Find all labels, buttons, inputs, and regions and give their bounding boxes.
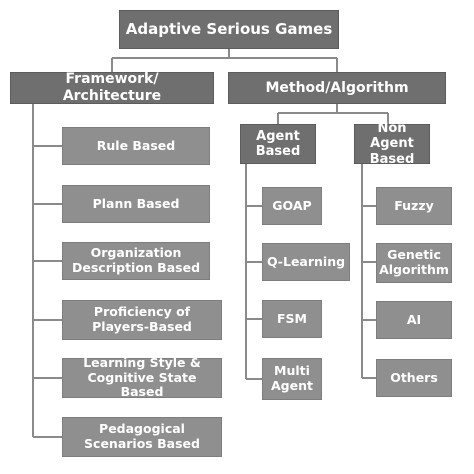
non-agent-method-item: Genetic Algorithm xyxy=(376,243,452,283)
method-algorithm-node: Method/Algorithm xyxy=(228,72,446,104)
non-agent-based-node: Non Agent Based xyxy=(354,121,430,167)
framework-item: Proficiency of Players-Based xyxy=(62,300,222,340)
framework-item: Plann Based xyxy=(62,185,210,223)
non-agent-method-item: Fuzzy xyxy=(376,187,452,225)
agent-based-node: Agent Based xyxy=(240,124,316,164)
agent-method-item: GOAP xyxy=(262,187,322,225)
agent-method-item: Multi Agent xyxy=(262,358,322,400)
non-agent-method-item: Others xyxy=(376,359,452,397)
framework-item: Organization Description Based xyxy=(62,242,210,280)
agent-method-item: FSM xyxy=(262,300,322,338)
root-node: Adaptive Serious Games xyxy=(119,10,339,49)
framework-item: Rule Based xyxy=(62,127,210,165)
non-agent-method-item: AI xyxy=(376,301,452,339)
agent-method-item: Q-Learning xyxy=(262,243,350,281)
framework-item: Learning Style & Cognitive State Based xyxy=(62,355,222,399)
framework-architecture-node: Framework/ Architecture xyxy=(10,71,214,104)
framework-item: Pedagogical Scenarios Based xyxy=(62,417,222,457)
